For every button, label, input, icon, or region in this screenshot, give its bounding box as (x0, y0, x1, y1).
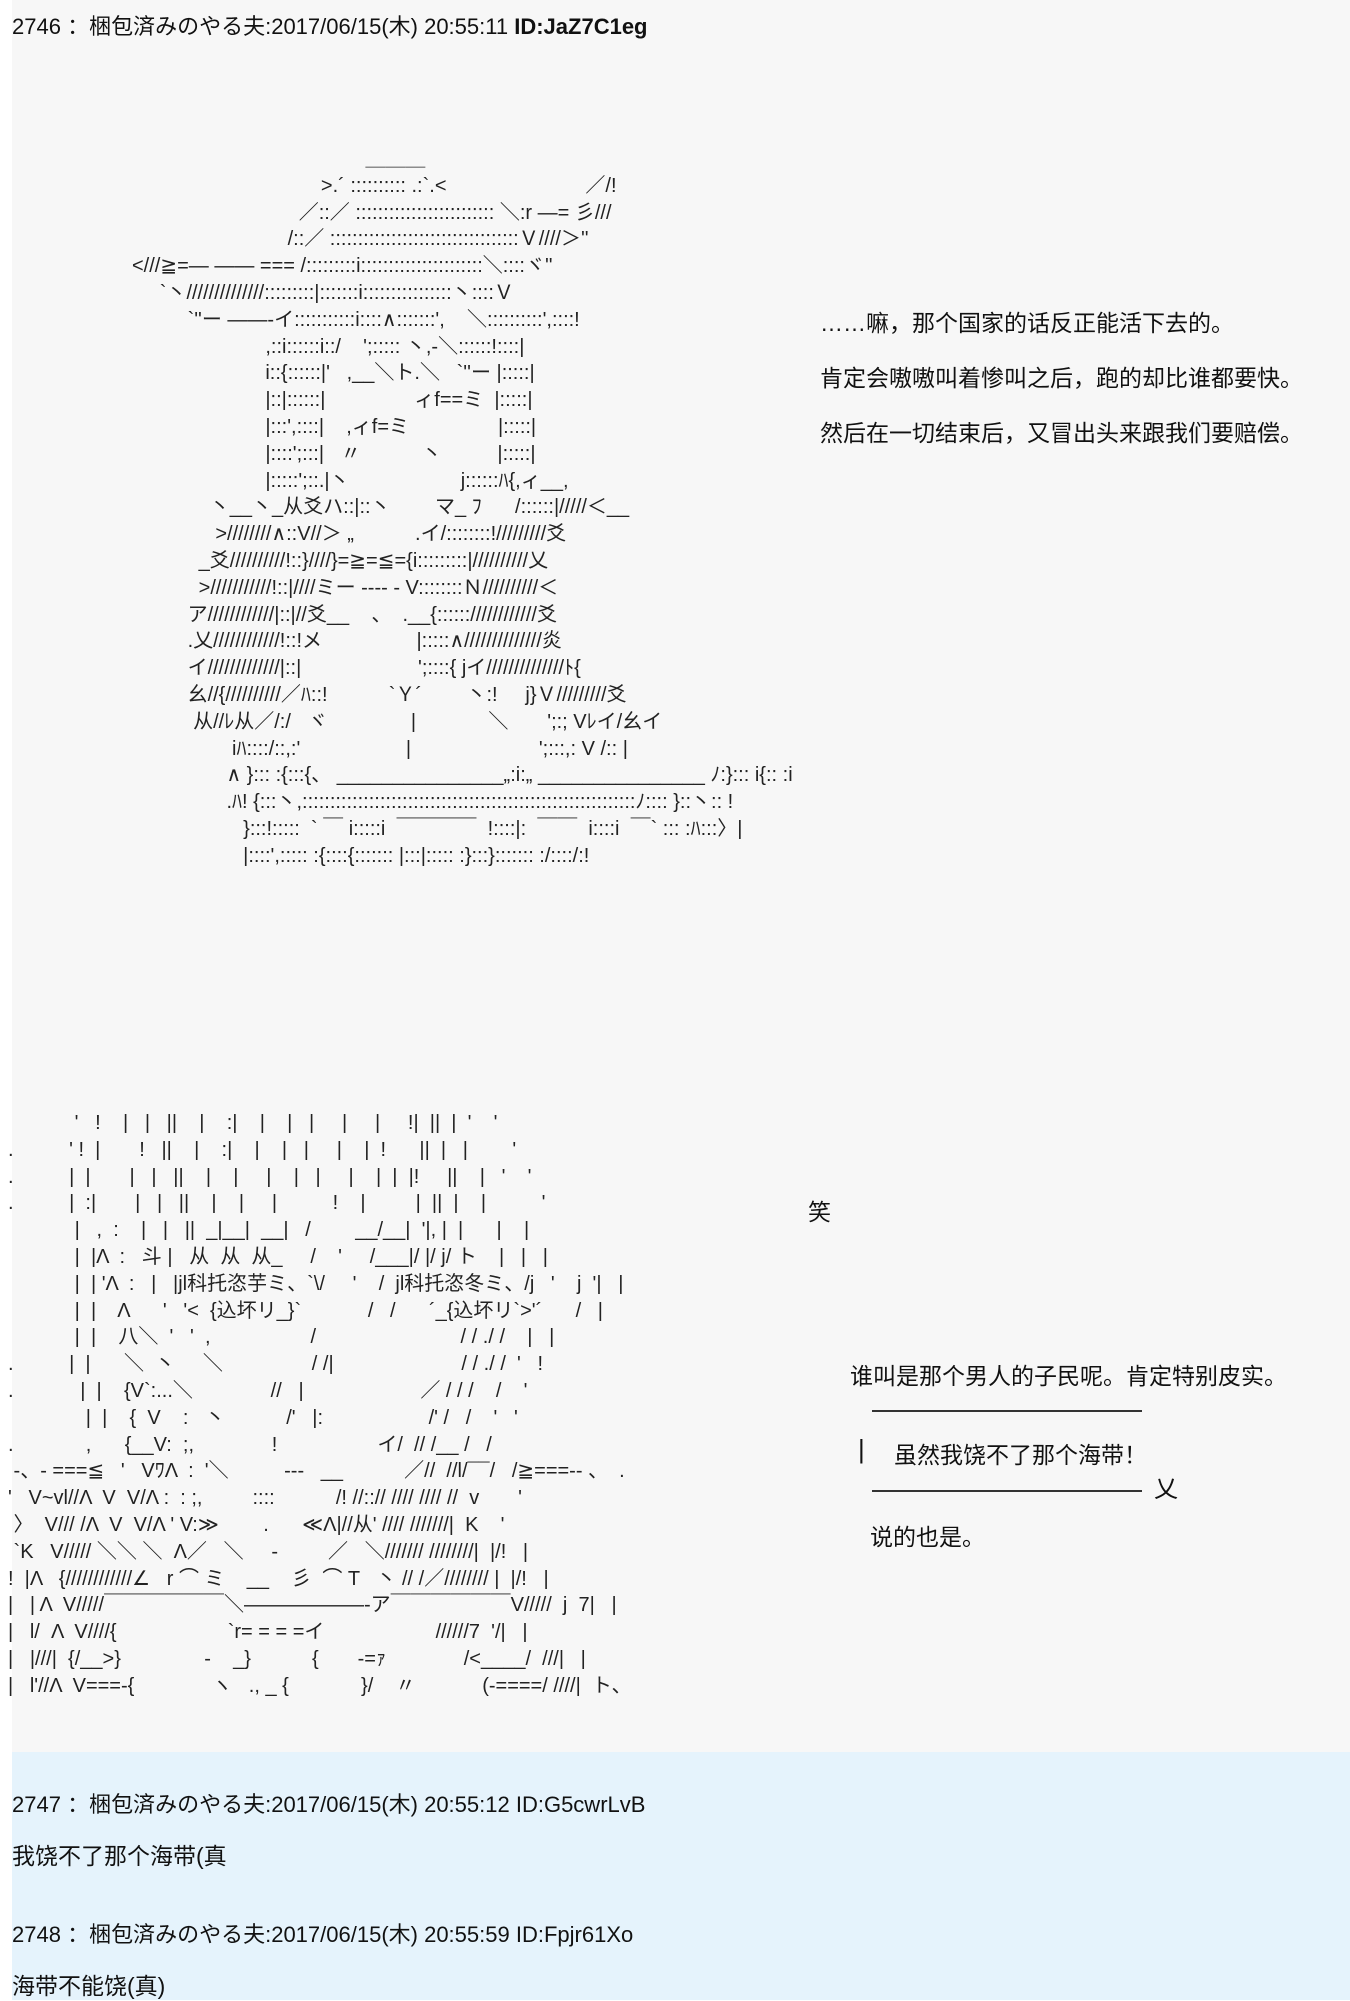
ascii-art-line: | | Λ V/////￣￣￣￣￣￣＼――――――‐ア￣￣￣￣￣￣V///// … (8, 1594, 617, 1617)
ascii-art-line: 丶__丶_从爻ハ::|::丶 マ_ ﾌ /::::::|/////＜__ (132, 496, 630, 519)
dialogue-line: 谁叫是那个男人的子民呢。肯定特别皮实。 (850, 1363, 1287, 1389)
ascii-art-line: | | 'Λ : | |jl科托恣芋ミ、`\/ ' / jl科托恣冬ミ、/j '… (8, 1272, 624, 1295)
ascii-art-line: |:::::';::.|丶 j::::::ﾊ{,ィ__, (132, 469, 569, 492)
ascii-art-line: . | | ＼ 丶 ＼ / /| / / ./ / ' ! (8, 1353, 544, 1376)
ascii-art-line: ,::i::::::i::/ ';::::: 丶,-＼::::::!::::| (132, 335, 525, 358)
ascii-art-line: 〉 V/// /Λ V V/Λ ' V:≫ . ≪Λ|//从' //// ///… (8, 1513, 505, 1536)
post-number[interactable]: 2746 (12, 14, 61, 39)
ascii-art-line: ∧ }::: :{:::{、 _______________„:i:„ ____… (132, 764, 793, 787)
posts-reply-area: 2747 ：梱包済みのやる夫:2017/06/15(木) 20:55:12 ID… (12, 1752, 1350, 2000)
post-date: :2017/06/15(木) 20:55:59 (265, 1922, 510, 1947)
ascii-art-line: . | | {V`:...＼ // | ／ / / / / ' (8, 1379, 528, 1402)
bubble-tail: 乂 (1154, 1476, 1178, 1503)
ascii-art-line: |::::',::::: :{::::{::::::: |:::|::::: :… (132, 844, 590, 867)
ascii-art-line: . | | | | || | | | | | | | | |! || | ' ' (8, 1165, 532, 1188)
post-id[interactable]: ID:JaZ7C1eg (514, 14, 648, 39)
ascii-art-line: |:::',::::| ,ィf=ミ |:::::| (132, 415, 537, 438)
ascii-art-line: -、- ===≦ ' VﾜΛ : '＼ --- __ ／// //l/¯¯/ /… (8, 1460, 625, 1483)
ascii-art-line: ＿＿＿ (132, 148, 426, 170)
ascii-art-line: イ/////////////|::| ';::::{ jイ///////////… (132, 657, 581, 680)
post-number[interactable]: 2748 (12, 1922, 61, 1947)
ascii-art-line: iﾊ::::/::,:' | ';:::,: V /:: | (132, 737, 628, 760)
post-author: ：梱包済みのやる夫 (67, 1792, 266, 1817)
speech-bubble: | 虽然我饶不了那个海带！ 乂 (858, 1410, 1178, 1503)
ascii-art-line: 幺//{//////////／ﾊ::! `Ｙ´ 丶:! j}Ｖ/////////… (132, 683, 627, 706)
ascii-art-top: ＿＿＿ >.´ :::::::::: .:`.< ／/! ／::／ ::::::… (132, 146, 793, 870)
ascii-art-line: >///////////!::|////ミー ---- - V::::::::Ｎ… (132, 576, 559, 599)
ascii-art-line: | l'//Λ V===-{ ヽ ., _ { }/ 〃 (-====/ ///… (8, 1674, 632, 1697)
bubble-text: 虽然我饶不了那个海带！ (894, 1442, 1147, 1468)
ascii-art-line: . | :| | | || | | | ! | | || | | ' (8, 1192, 546, 1215)
post-author: ：梱包済みのやる夫 (67, 1922, 266, 1947)
ascii-art-line: }:::!::::: ` ￣ i:::::i ￣￣￣￣ !::::|: ￣￣ i… (132, 817, 743, 840)
ascii-art-line: ／::／ ::::::::::::::::::::::::: ＼:r ―= 彡/… (132, 201, 612, 224)
ascii-art-line: .ﾊ! {:::丶,::::::::::::::::::::::::::::::… (132, 791, 734, 814)
ascii-art-line: >////////∧::V//＞ „ .イ/::::::::!/////////… (132, 523, 567, 546)
ascii-art-line: .乂////////////!::!メ |:::::∧/////////////… (132, 630, 562, 653)
ascii-art-line: | l/ Λ V////{ `r= = = =イ //////7 '/| | (8, 1621, 528, 1644)
ascii-art-line: ' ! | | || | :| | | | | | !| || | ' ' (8, 1112, 498, 1134)
dialogue-line: 肯定会嗷嗷叫着惨叫之后，跑的却比谁都要快。 (820, 365, 1303, 391)
ascii-art-line: `''ー ――-イ:::::::::::i::::∧:::::::', ＼:::… (132, 308, 580, 331)
ascii-art-line: | , : | | || _|__| __| / __/__| '|, | | … (8, 1219, 530, 1242)
post-number[interactable]: 2747 (12, 1792, 61, 1817)
ascii-art-line: ! |Λ {////////////∠ r ⌒ ミ __ 彡 ⌒ T 丶 // … (8, 1567, 549, 1590)
ascii-art-line: ア////////////|::|//爻__ 、 .__{:::::://///… (132, 603, 557, 626)
ascii-art-line: |::|::::::| ィf==ミ |:::::| (132, 389, 533, 412)
ascii-art-line: >.´ :::::::::: .:`.< ／/! (132, 174, 617, 197)
post-id[interactable]: ID:Fpjr61Xo (515, 1922, 634, 1947)
dialogue-line: ……嘛，那个国家的话反正能活下去的。 (820, 310, 1234, 336)
ascii-art-bottom: ' ! | | || | :| | | | | | !| || | ' ' . '… (8, 1110, 632, 1700)
dialogue-line: 说的也是。 (870, 1524, 985, 1550)
ascii-art-line: ' V~vl//Λ V V/Λ : : ;, :::: /! //::// //… (8, 1487, 522, 1510)
post-header-2747: 2747 ：梱包済みのやる夫:2017/06/15(木) 20:55:12 ID… (12, 1787, 645, 1819)
ascii-art-line: _爻//////////!::}////}=≧=≦={i:::::::::|//… (132, 549, 549, 572)
ascii-art-line: `丶//////////////:::::::::|:::::::i::::::… (132, 281, 514, 304)
ascii-art-line: /::／ ::::::::::::::::::::::::::::::::::Ｖ… (132, 228, 589, 251)
ascii-art-line: | | { V : 丶 /' |: /' / / ' ' (8, 1406, 518, 1429)
ascii-art-line: | |///| {/__>} - _} { -=ｧ /<____/ ///| | (8, 1647, 586, 1670)
post-date: :2017/06/15(木) 20:55:11 (265, 14, 509, 39)
ascii-art-line: . , {__V: ;, ! イ/ // /__ / / (8, 1433, 492, 1456)
post-body-2748: 海带不能饶(真) (12, 1973, 166, 1999)
post-author: ：梱包済みのやる夫 (67, 14, 266, 39)
dialogue-line: 然后在一切结束后，又冒出头来跟我们要赔偿。 (820, 420, 1303, 446)
ascii-art-line: 从//ﾚ从／/:/ ヾ | ＼ ';:; Vﾚイ/幺イ (132, 710, 663, 733)
ascii-art-line: `K V///// ＼＼ ＼ Λ／ ＼ - ／ ＼/////// ///////… (8, 1540, 529, 1563)
post-2746: 2746 ：梱包済みのやる夫:2017/06/15(木) 20:55:11 ID… (8, 0, 1350, 1752)
bubble-left-edge: | (858, 1434, 865, 1464)
ascii-art-line: |::::';:::| 〃 丶 |:::::| (132, 442, 536, 465)
ascii-art-line: | | Λ ' '< {込坏リ_}` / / ´_{込坏リ`>'´ / | (8, 1299, 603, 1322)
ascii-art-line: | |Λ : 斗 | 从 从 从_ / ' /___|/ |/ j/ ト | |… (8, 1245, 548, 1268)
post-header: 2746 ：梱包済みのやる夫:2017/06/15(木) 20:55:11 ID… (12, 9, 648, 41)
post-date: :2017/06/15(木) 20:55:12 (265, 1792, 510, 1817)
ascii-art-line: | | 八＼ ' ' , / / / ./ / | | (8, 1326, 555, 1349)
ascii-art-line: i::{::::::|' ,__＼ト.＼ `''ー |:::::| (132, 362, 535, 385)
post-id[interactable]: ID:G5cwrLvB (515, 1792, 646, 1817)
ascii-art-line: . ' ! | ! || | :| | | | | | ! || | | ' (8, 1138, 517, 1161)
post-header-2748: 2748 ：梱包済みのやる夫:2017/06/15(木) 20:55:59 ID… (12, 1917, 633, 1949)
ascii-art-line: <///≧=― ―― === /:::::::::i::::::::::::::… (132, 255, 553, 278)
post-body-2747: 我饶不了那个海带(真 (12, 1843, 227, 1869)
laugh-text: 笑 (808, 1199, 831, 1225)
